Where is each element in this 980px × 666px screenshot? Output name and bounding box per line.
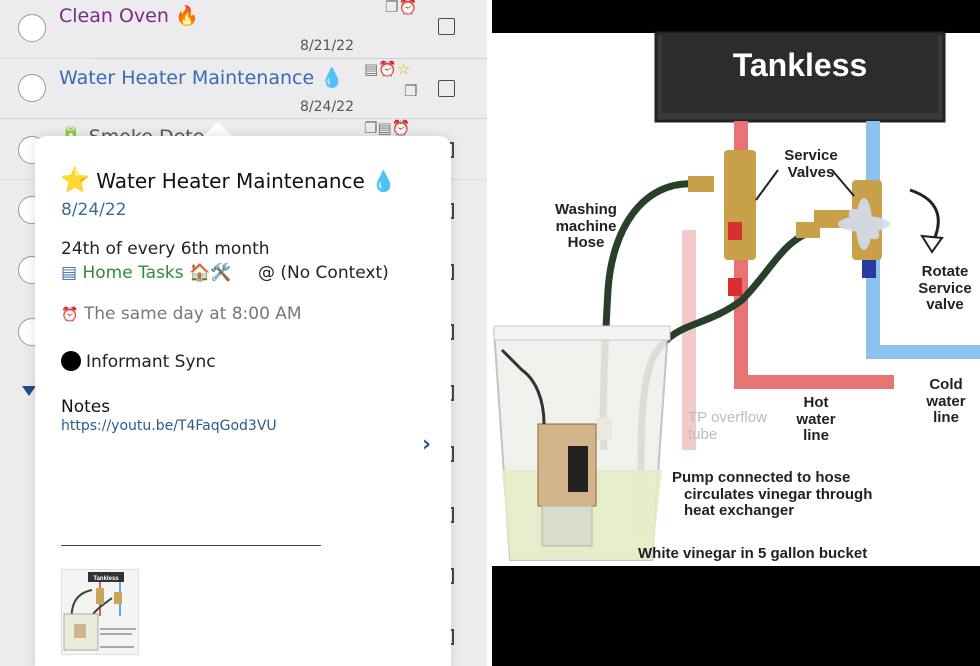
black-band-bottom [492, 566, 980, 666]
task-title[interactable]: Water Heater Maintenance 💧 [59, 67, 344, 89]
divider [92, 58, 487, 59]
chevron-right-icon[interactable]: › [422, 432, 432, 457]
collapse-triangle-icon[interactable] [22, 386, 36, 396]
notes-alarm-star-icons: ▤⏰☆ [364, 60, 411, 78]
bucket-caption: White vinegar in 5 gallon bucket [638, 545, 868, 562]
task-row[interactable]: Water Heater Maintenance 💧 ▤⏰☆ ❐ 8/24/22 [0, 58, 487, 119]
copy-icon: ❐ [404, 82, 418, 100]
select-checkbox[interactable] [438, 18, 455, 35]
alarm-clock-icon: ⏰ [61, 307, 79, 323]
fire-icon: 🔥 [174, 5, 199, 27]
black-band-top [492, 0, 980, 33]
attachment-thumbnail[interactable]: Tankless [61, 569, 139, 655]
sync-dot-icon [61, 351, 81, 371]
popover-recurrence[interactable]: 24th of every 6th month [61, 239, 270, 259]
popover-context[interactable]: @ (No Context) [258, 263, 389, 283]
popover-sync: Informant Sync [61, 351, 216, 372]
notes-divider [61, 545, 321, 546]
pump-caption: Pump connected to hose circulates vinega… [672, 469, 873, 519]
copy-notes-alarm-icons: ❐▤⏰ [364, 119, 411, 137]
popover-title: ⭐ Water Heater Maintenance 💧 [60, 166, 397, 194]
task-date: 8/21/22 [300, 38, 354, 54]
droplet-icon: 💧 [371, 169, 397, 193]
thumbnail-title: Tankless [93, 576, 119, 582]
star-icon[interactable]: ⭐ [60, 166, 90, 194]
droplet-icon: 💧 [320, 67, 344, 89]
task-title[interactable]: Clean Oven 🔥 [59, 5, 199, 27]
complete-circle[interactable] [18, 74, 46, 102]
notes-link[interactable]: https://youtu.be/T4FaqGod3VU [61, 418, 277, 434]
popover-alarm[interactable]: ⏰ The same day at 8:00 AM [61, 304, 302, 324]
split-divider [487, 0, 492, 666]
popover-list[interactable]: ▤ Home Tasks 🏠🛠️ [61, 263, 232, 283]
popover-due-date[interactable]: 8/24/22 [61, 200, 127, 220]
task-date: 8/24/22 [300, 99, 354, 115]
list-icon: ▤ [61, 263, 78, 283]
thumbnail-diagram: Tankless [63, 572, 136, 651]
tankless-label: Tankless [732, 47, 868, 83]
task-list-pane: Clean Oven 🔥 ❐⏰ 8/21/22 Water Heater Mai… [0, 0, 487, 666]
select-checkbox[interactable] [438, 80, 455, 97]
notes-label: Notes [61, 397, 111, 417]
copy-icon: ❐⏰ [385, 0, 418, 16]
house-tools-icon: 🏠🛠️ [189, 263, 232, 283]
complete-circle[interactable] [18, 14, 46, 42]
task-row[interactable]: Clean Oven 🔥 ❐⏰ 8/21/22 [0, 0, 487, 59]
diagram-graphics [492, 31, 980, 561]
